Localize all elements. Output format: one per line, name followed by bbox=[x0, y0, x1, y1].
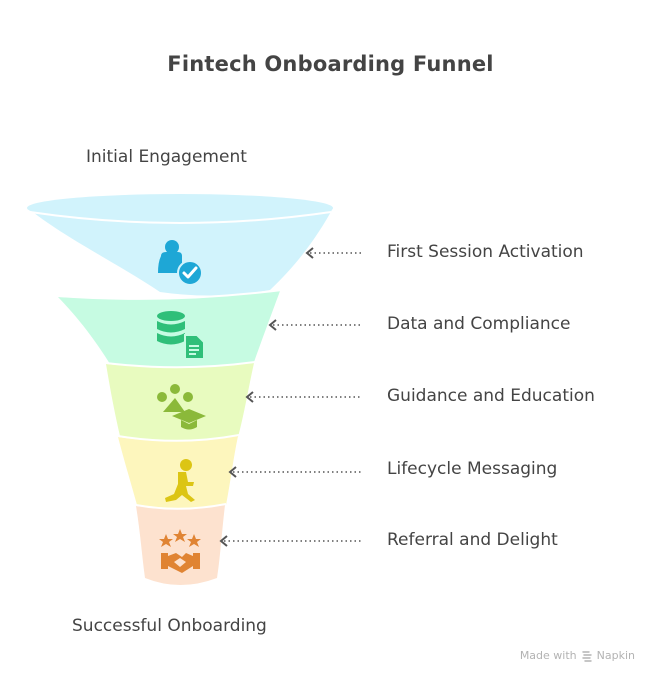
stage-label-lifecycle-messaging: Lifecycle Messaging bbox=[387, 459, 558, 479]
stage-label-guidance-and-education: Guidance and Education bbox=[387, 386, 595, 406]
funnel-stage-4 bbox=[117, 434, 240, 509]
stage-connectors bbox=[219, 247, 362, 547]
funnel-top-label: Initial Engagement bbox=[86, 147, 247, 167]
connector-3 bbox=[245, 391, 362, 403]
made-with-text: Made with bbox=[519, 649, 577, 662]
funnel-stage-2 bbox=[57, 289, 283, 370]
stars-handshake-icon bbox=[159, 529, 201, 573]
stage-label-first-session-activation: First Session Activation bbox=[387, 242, 584, 262]
group-graduation-icon bbox=[157, 384, 206, 430]
stage-label-data-and-compliance: Data and Compliance bbox=[387, 314, 571, 334]
napkin-watermark[interactable]: Made with Napkin bbox=[520, 649, 635, 662]
funnel-stage-1 bbox=[27, 194, 333, 296]
database-document-icon bbox=[157, 311, 205, 360]
diagram-title: Fintech Onboarding Funnel bbox=[167, 52, 494, 76]
napkin-logo-icon bbox=[581, 650, 592, 662]
funnel-stage-5 bbox=[135, 503, 227, 585]
connector-1 bbox=[305, 247, 362, 259]
user-check-icon bbox=[158, 240, 203, 286]
connector-5 bbox=[219, 535, 362, 547]
funnel-bottom-label: Successful Onboarding bbox=[72, 616, 267, 636]
stage-label-referral-and-delight: Referral and Delight bbox=[387, 530, 558, 550]
funnel-stage-3 bbox=[105, 361, 256, 442]
napkin-brand-text: Napkin bbox=[596, 649, 635, 662]
connector-4 bbox=[228, 466, 362, 478]
connector-2 bbox=[268, 319, 362, 331]
running-person-icon bbox=[165, 459, 195, 502]
